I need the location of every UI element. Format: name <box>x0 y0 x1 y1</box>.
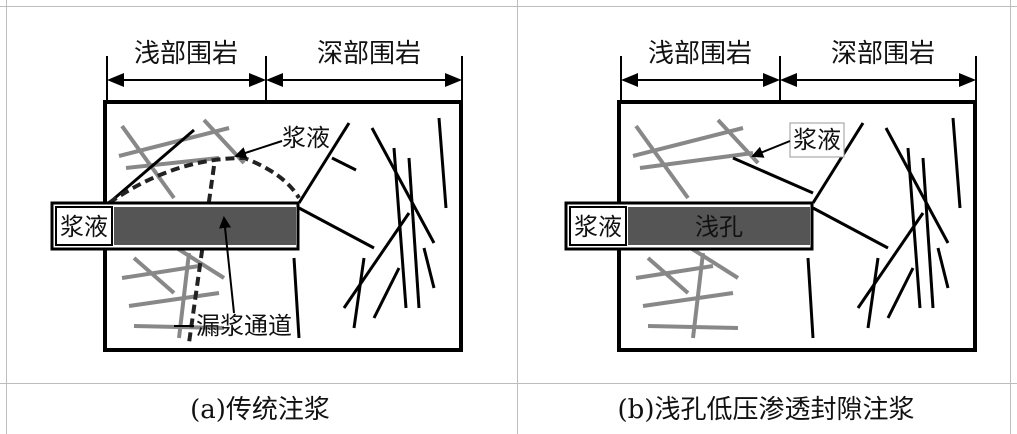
table-border-top <box>0 6 1017 7</box>
table-divider-vertical <box>517 0 518 434</box>
panel-b-diagram: 浅部围岩 深部围岩 <box>564 39 977 352</box>
table-border-left <box>6 0 7 434</box>
shallow-rock-label: 浅部围岩 <box>648 39 752 69</box>
dimension-arrows <box>106 56 463 100</box>
grout-pipe <box>564 201 814 251</box>
hole-label: 浅孔 <box>695 213 743 241</box>
grout-label: 浆液 <box>793 126 841 154</box>
gray-cracks <box>632 118 760 339</box>
panel-a: 浅部围岩 深部围岩 <box>14 8 504 380</box>
panel-b: 浅部围岩 深部围岩 <box>523 8 1013 380</box>
leak-channel-label: 漏浆通道 <box>196 312 292 340</box>
grout-pipe <box>50 201 300 251</box>
leak-channels <box>107 155 301 344</box>
panel-a-diagram: 浅部围岩 深部围岩 <box>50 39 463 352</box>
table-divider-horizontal <box>0 383 1017 384</box>
black-cracks <box>108 117 448 339</box>
deep-rock-label: 深部围岩 <box>317 39 421 69</box>
deep-rock-label: 深部围岩 <box>831 39 935 69</box>
caption-a: (a)传统注浆 <box>190 395 330 425</box>
pipe-label: 浆液 <box>60 213 108 241</box>
caption-b: (b)浅孔低压渗透封隙注浆 <box>617 395 915 425</box>
grout-label: 浆液 <box>282 124 330 152</box>
grout-label-box <box>789 122 845 158</box>
black-cracks <box>732 117 962 339</box>
table-border-right <box>1010 0 1011 434</box>
dimension-arrows <box>620 56 977 100</box>
shallow-rock-label: 浅部围岩 <box>134 39 238 69</box>
pipe-label: 浆液 <box>574 213 622 241</box>
